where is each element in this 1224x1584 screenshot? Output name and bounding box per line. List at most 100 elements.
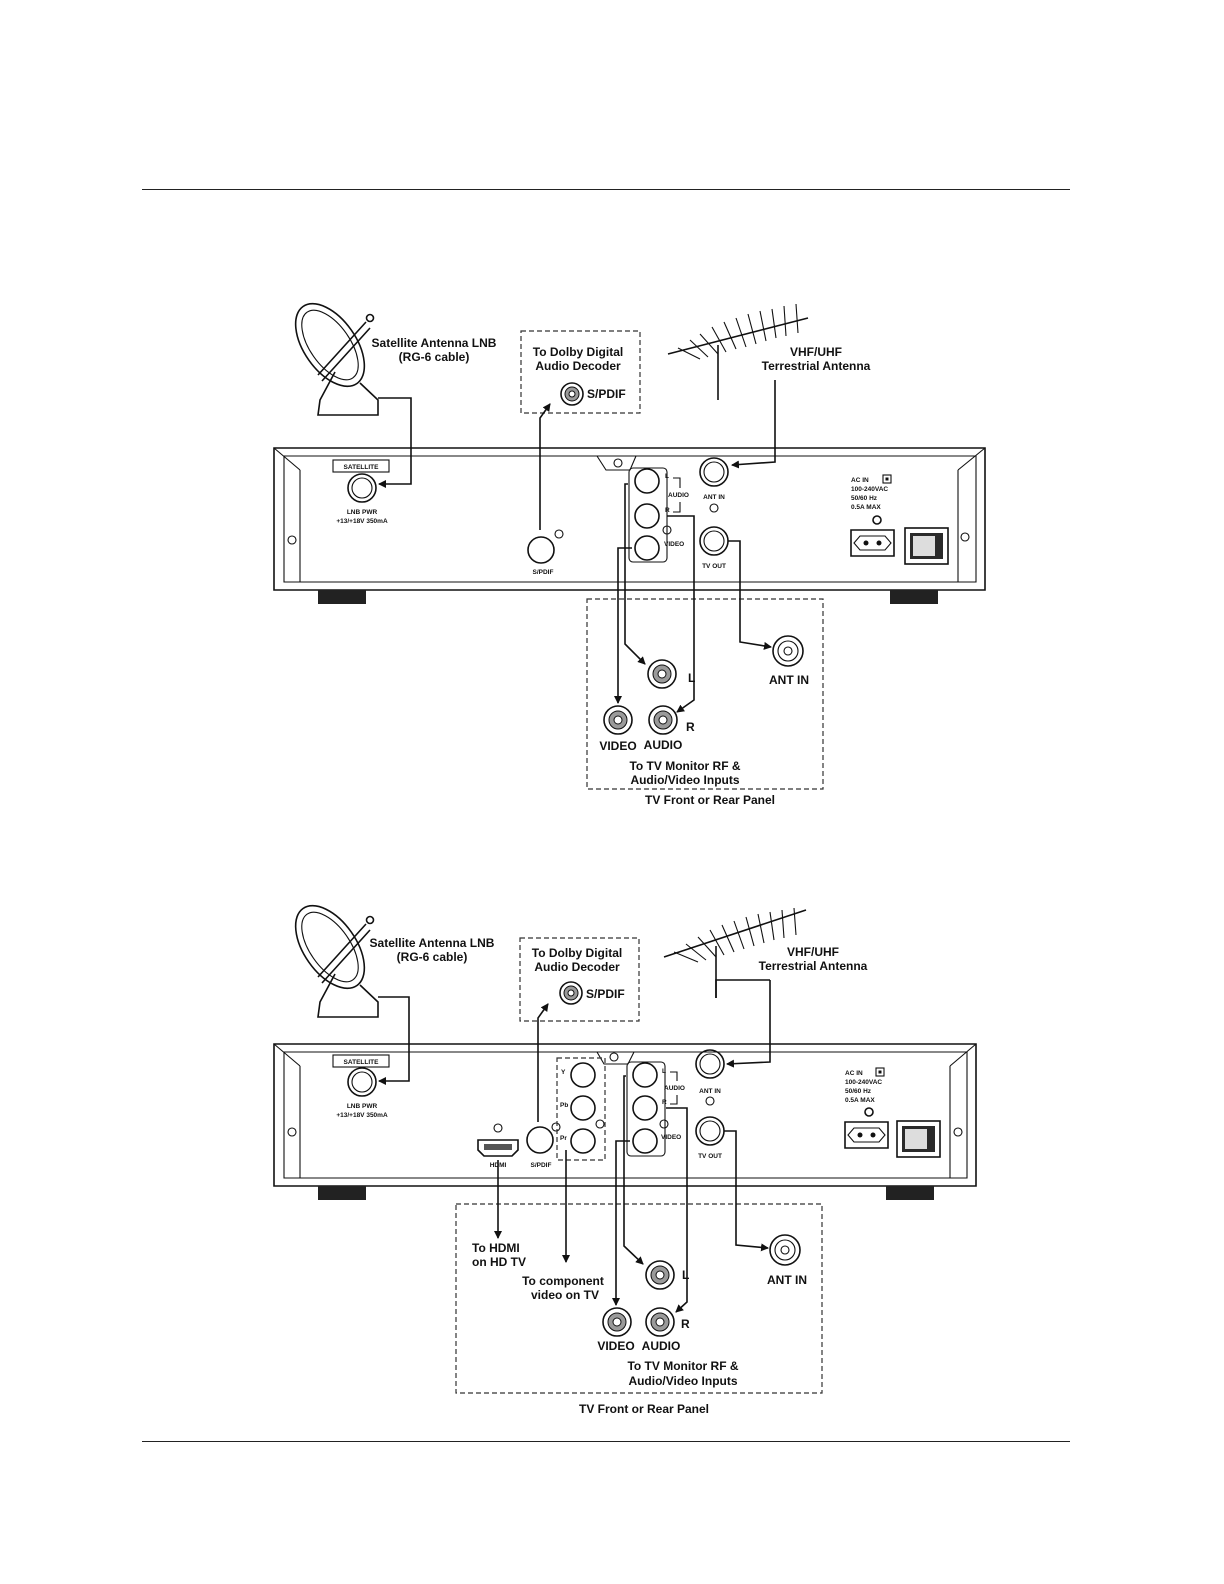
dolby-label: To Dolby Digital [533,345,623,359]
cable-video [614,547,632,704]
cable-lnb [378,996,410,1085]
cable-antenna [717,380,776,465]
cable-tv-out [724,1130,769,1252]
power-socket[interactable] [850,529,895,557]
panel-spdif-label: S/PDIF [533,569,554,576]
spdif-jack[interactable] [527,529,564,564]
spdif-out-label: S/PDIF [587,387,626,401]
terrestrial-label: VHF/UHF [787,945,839,959]
diagram-bottom: Satellite Antenna LNB (RG-6 cable) To Do… [273,904,977,1416]
hdmi-port[interactable] [477,1139,519,1157]
cable-lnb [378,397,412,488]
satellite-cable-label: (RG-6 cable) [397,950,468,964]
tv-inputs-label-2: Audio/Video Inputs [628,1374,737,1388]
panel-ac-voltage: 100-240VAC [851,486,888,493]
component-dest-label-2: video on TV [531,1288,599,1302]
power-switch[interactable] [904,527,949,565]
receiver-rear-panel [273,447,986,604]
tv-video-label: VIDEO [597,1339,634,1353]
cable-spdif [539,403,551,530]
panel-audio-label: AUDIO [664,1085,685,1092]
spdif-out-label: S/PDIF [586,987,625,1001]
component-pr-jack[interactable] [570,1128,596,1154]
panel-y-label: Y [561,1069,566,1076]
satellite-label-frame [332,459,390,473]
audio-r-jack[interactable] [634,503,660,529]
tv-ant-in-label: ANT IN [767,1273,807,1287]
tv-ant-in-label: ANT IN [769,673,809,687]
tv-audio-r-jack [645,1307,675,1337]
panel-l-label: L [662,1068,666,1075]
panel-lnb-spec: +13/+18V 350mA [336,518,388,525]
satellite-label-frame [332,1054,390,1068]
cable-antenna [726,980,771,1068]
spdif-jack[interactable] [526,1122,561,1154]
cable-audio-r [667,515,695,713]
tv-video-label: VIDEO [599,739,636,753]
cable-video [612,1140,630,1306]
panel-ant-in-label: ANT IN [703,494,725,501]
panel-lnb-pwr: LNB PWR [347,509,378,516]
video-jack[interactable] [634,535,660,561]
av-jack-group [628,467,668,563]
panel-r-label: R [665,507,670,514]
tv-l-label: L [682,1268,689,1282]
panel-r-label: R [662,1099,667,1106]
tv-inputs-label: To TV Monitor RF & [627,1359,738,1373]
audio-l-jack[interactable] [632,1062,658,1088]
tv-ant-in-jack [769,1234,801,1266]
panel-ac-freq: 50/60 Hz [851,495,878,502]
panel-video-label: VIDEO [664,541,684,548]
hdmi-dest-label: To HDMI [472,1241,520,1255]
panel-spdif-label: S/PDIF [531,1162,552,1169]
panel-lnb-spec: +13/+18V 350mA [336,1112,388,1119]
cable-audio-l [624,483,646,665]
panel-audio-label: AUDIO [668,492,689,499]
rca-jack-icon [560,382,584,406]
dolby-decoder-box [519,937,640,1022]
tv-ant-in-jack [772,635,804,667]
tv-panel-box [455,1203,823,1394]
cable-antenna-lead [715,979,770,998]
cable-audio-l [623,1075,644,1265]
tv-audio-label: AUDIO [642,1339,681,1353]
power-switch[interactable] [896,1120,941,1158]
panel-pb-label: Pb [560,1102,568,1109]
component-pb-jack[interactable] [570,1095,596,1121]
audio-r-jack[interactable] [632,1095,658,1121]
component-jack-group [556,1057,606,1161]
tv-inputs-label: To TV Monitor RF & [629,759,740,773]
ant-in-jack[interactable] [695,1049,725,1079]
video-jack[interactable] [632,1128,658,1154]
panel-pr-label: Pr [560,1135,567,1142]
tv-r-label: R [686,720,695,734]
satellite-label: Satellite Antenna LNB [370,936,495,950]
dolby-label-2: Audio Decoder [535,359,621,373]
tv-video-jack [603,705,633,735]
lnb-input-jack[interactable] [347,1067,377,1097]
panel-l-label: L [665,473,669,480]
terrestrial-antenna-icon [667,303,809,398]
component-y-jack[interactable] [570,1062,596,1088]
panel-video-label: VIDEO [661,1134,681,1141]
tv-audio-l-jack [645,1260,675,1290]
audio-l-jack[interactable] [634,468,660,494]
panel-ac-in: AC IN [851,477,869,484]
terrestrial-label: VHF/UHF [790,345,842,359]
panel-lnb-pwr: LNB PWR [347,1103,378,1110]
panel-satellite-label: SATELLITE [344,464,380,471]
cable-audio-r [666,1107,688,1313]
satellite-cable-label: (RG-6 cable) [399,350,470,364]
component-dest-label: To component [522,1274,604,1288]
lnb-input-jack[interactable] [347,473,377,503]
panel-ac-current: 0.5A MAX [845,1097,875,1104]
cable-tv-out [728,540,772,650]
tv-video-jack [602,1307,632,1337]
terrestrial-label-2: Terrestrial Antenna [762,359,871,373]
panel-ac-in: AC IN [845,1070,863,1077]
terrestrial-label-2: Terrestrial Antenna [759,959,868,973]
top-rule [142,189,1070,190]
power-socket[interactable] [844,1121,889,1149]
rca-jack-icon [559,981,583,1005]
terrestrial-antenna-icon [663,907,807,998]
